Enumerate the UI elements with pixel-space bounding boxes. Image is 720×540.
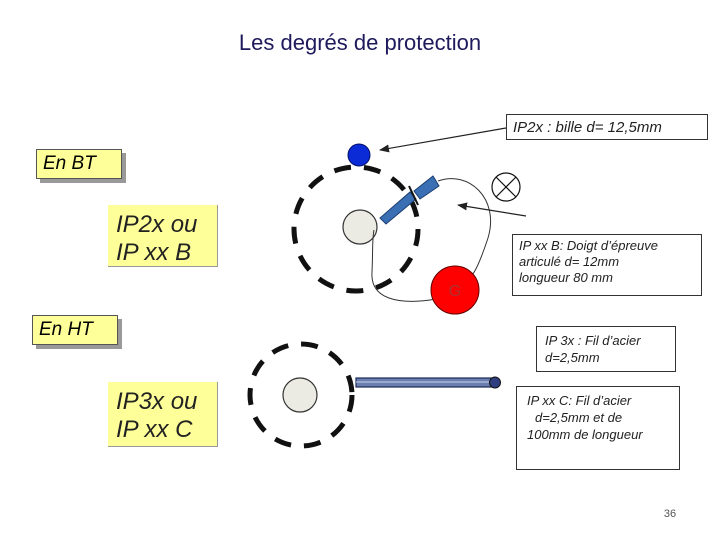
label-en-ht: En HT [32, 315, 118, 345]
generator-icon [430, 265, 480, 315]
arrow-ip2x-to-ball [379, 127, 507, 153]
callout-ip3x-line1: IP 3x : Fil d’acier [545, 333, 641, 348]
callout-ipxxb-line1: IP xx B: Doigt d’épreuve [519, 238, 658, 253]
arrow-ipxxb-to-finger [457, 202, 527, 217]
test-ball-icon [347, 143, 371, 167]
opening-circle-top [342, 209, 378, 245]
opening-circle-bottom [282, 377, 318, 413]
callout-ipxxb-line2: articulé d= 12mm [519, 254, 620, 269]
label-en-bt: En BT [36, 149, 122, 179]
callout-ipxxc-line2: d=2,5mm et de [535, 410, 623, 425]
ip3x-label-line1: IP3x ou [116, 388, 198, 415]
callout-ipxxc: IP xx C: Fil d’acier d=2,5mm et de 100mm… [516, 386, 680, 470]
ip3x-label-line2: IP xx C [116, 416, 193, 443]
enclosure-dashed-circle-top [291, 164, 421, 294]
slide-title: Les degrés de protection [238, 30, 482, 55]
callout-ip2x: IP2x : bille d= 12,5mm [506, 114, 708, 140]
enclosure-dashed-circle-bottom [247, 341, 355, 449]
callout-ipxxc-line3: 100mm de longueur [527, 427, 643, 442]
ip2x-label-line1: IP2x ou [116, 211, 198, 238]
callout-ipxxb: IP xx B: Doigt d’épreuve articulé d= 12m… [512, 234, 702, 296]
steel-wire-icon [355, 376, 501, 389]
generator-label: G [449, 283, 461, 300]
test-finger-icon [379, 175, 440, 225]
ip3x-label-box: IP3x ou IP xx C [108, 382, 218, 447]
callout-ipxxb-line3: longueur 80 mm [519, 270, 613, 285]
callout-ip3x-line2: d=2,5mm [545, 350, 600, 365]
ip2x-label-line2: IP xx B [116, 239, 192, 266]
page-number: 36 [663, 508, 677, 520]
callout-ipxxc-line1: IP xx C: Fil d’acier [527, 393, 632, 408]
lamp-icon [491, 172, 521, 202]
callout-ip3x: IP 3x : Fil d’acier d=2,5mm [536, 326, 676, 372]
ip2x-label-box: IP2x ou IP xx B [108, 205, 218, 267]
